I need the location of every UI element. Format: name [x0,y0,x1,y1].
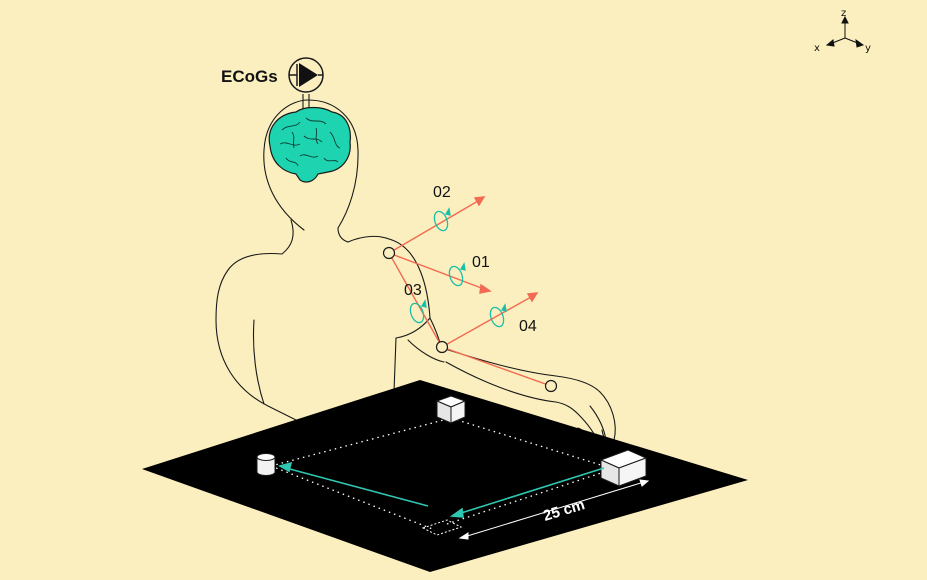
box-object-near [599,449,648,487]
amplifier-icon [288,57,324,93]
trajectory-arrows [277,461,605,518]
rotation-icon-01 [448,262,466,287]
neck-outline [281,219,294,255]
cylinder-object [256,453,276,476]
axis-triad [825,15,865,48]
wrist-joint [544,379,558,393]
head-outline [263,99,359,231]
dof-label-02: 02 [433,184,451,201]
forearm-outline [441,347,601,393]
brain-icon [268,106,351,183]
rotation-icon-04 [489,303,507,328]
distance-arrow [458,479,650,540]
cube-object-far [435,395,467,424]
axis-y-label: y [865,43,871,54]
torso-outline [215,252,301,423]
dof-label-04: 04 [519,318,537,335]
start-position-marker [421,519,463,536]
shoulder-joint [382,246,396,260]
rotation-icon-02 [433,207,451,232]
arm-kinematic-chain [388,196,552,387]
ecogs-label: ECoGs [221,67,278,86]
axis-x-label: x [814,43,820,54]
table-surface [142,380,748,572]
hand-outline [599,391,616,444]
dof-label-01: 01 [472,254,490,271]
elbow-joint [435,340,449,354]
dotted-workspace [270,417,605,531]
axis-z-label: z [841,8,846,19]
dof-label-03: 03 [404,282,422,299]
rotation-icon-03 [409,299,427,324]
